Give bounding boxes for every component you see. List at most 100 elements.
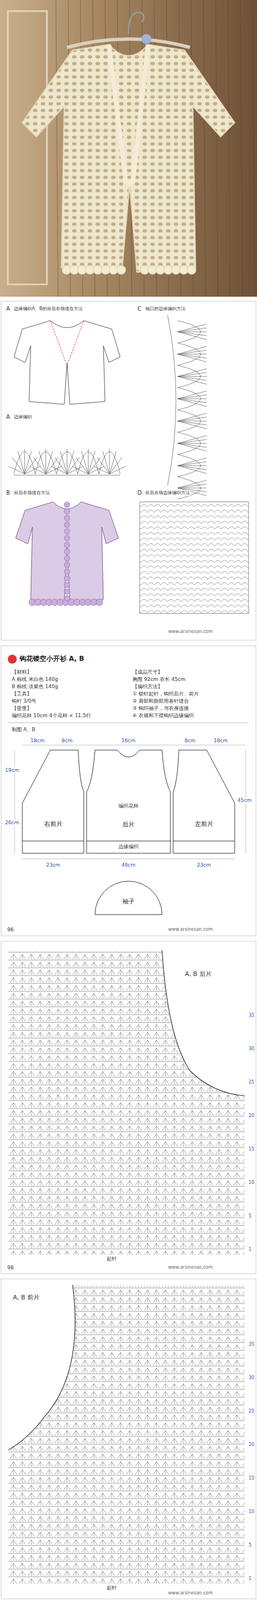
note-text: ② 肩部和胁部用卷针缝合 [131,699,190,706]
dimension-label: 15 [248,1478,255,1484]
fan-stitch [54,458,68,475]
fan-stitch [177,466,207,468]
ruffle-scallop [64,522,70,529]
note-text: ① 锁针起针，钩织后片、前片 [131,692,200,699]
fan-stitch [102,451,110,475]
dimension-label: 18cm [212,739,228,746]
front-chart [8,1287,245,1587]
hanger-hook [128,12,144,34]
dimension-label: 23cm [45,863,61,870]
cuff-edging-chart [167,315,207,501]
fan-stitch [177,324,207,333]
fan-stitch [177,444,207,445]
note-text: 钩针 3/0号 [11,699,37,706]
note-text: 边缘编织 [13,415,33,421]
panel [1,943,256,1277]
ruffle-scallop [64,502,70,509]
dimension-label: 1 [248,1578,252,1585]
fan-stitch [177,421,207,426]
note-text: 起针 [106,1258,118,1265]
ruffle-scallop [64,549,70,556]
note-text: 96 [6,928,14,935]
garment-piece: 袖子 [120,896,137,908]
ruffle-scallop [64,543,70,549]
fan-stitch [177,332,207,333]
rule [8,724,249,725]
fan-stitch [39,451,46,475]
piece-name: 右前片 [44,821,63,830]
dimension-label: 15 [248,1148,255,1155]
piece-name: 袖子 [122,899,135,907]
mesh-chart [139,502,249,615]
fan-stitch [177,462,207,467]
fan-stitch [177,328,207,333]
note-text: A 棉线 米白色 140g [11,677,59,684]
ruffle-scallop [64,563,70,569]
ruffle-scallop [64,583,70,589]
note-text: 编织花样 10cm 4个花样 × 11.5行 [11,714,92,721]
fan-stitch [177,377,207,378]
ruffle-scallop [64,589,70,596]
dimension-label: 25 [248,1081,255,1088]
armhole-cutout [162,952,245,1098]
fan-stitch [60,451,68,475]
panel [1,646,256,938]
dimension-label: 10 [248,1511,255,1518]
note-text: www.arsinesan.com [167,1593,214,1599]
note-text: 前后衣领边缘编织方法 [144,491,191,497]
dimension-label: 35 [248,1014,255,1021]
ruffle-scallop [96,600,103,607]
armhole-line [162,952,245,1098]
note-text: A [5,414,11,422]
fan-stitch [81,451,89,475]
panel [1,1281,256,1600]
ruffle-scallop [64,569,70,576]
scallop [116,265,126,275]
fan-stitch [177,481,207,489]
dimension-label: 18cm [29,739,45,746]
wood-grain-line [252,0,255,298]
fan-stitch [177,373,207,378]
dimension-label: 20 [248,1115,255,1121]
fan-stitch [88,451,95,475]
fan-stitch [24,451,32,475]
collar-guide [50,321,84,364]
fan-stitch [29,467,46,475]
back-chart [8,952,245,1258]
schematic [14,746,246,917]
fan-stitch [177,377,207,382]
dimension-label: 16cm [120,739,136,746]
note-text: D [136,490,143,498]
note-text: 边缘编织 [117,845,140,852]
panel [1,301,256,642]
fan-stitch [177,354,207,359]
fan-stitch [109,451,117,475]
fan-stitch [177,466,207,475]
scallop [187,265,197,275]
note-text: 【成品尺寸】 [131,670,164,677]
ruffle-scallop [64,556,70,563]
wood-grain-line [215,0,218,298]
fan-stitch [177,484,207,489]
fan-stitch [109,458,122,475]
wood-grain-line [55,0,59,298]
photo-ground [0,0,257,298]
fan-stitch [177,399,207,401]
fan-stitch [177,488,207,490]
fan-stitch [177,350,207,355]
piece-name: 后片 [122,822,135,830]
fan-stitch [67,451,74,475]
fan-stitch [177,444,207,449]
dimension-label: 46cm [120,863,136,870]
fan-stitch [177,458,207,467]
ruffle-edge [29,502,103,607]
fan-stitch [93,467,110,475]
fan-stitch [45,449,47,475]
fan-stitch [72,467,89,475]
note-text: C [136,306,142,313]
pattern-title: 钩花镂空小开衫 A, B [18,655,85,664]
note-text: 前后衣领缝合方法 [13,491,51,497]
fan-stitch [177,391,207,400]
fan-stitch [177,369,207,378]
